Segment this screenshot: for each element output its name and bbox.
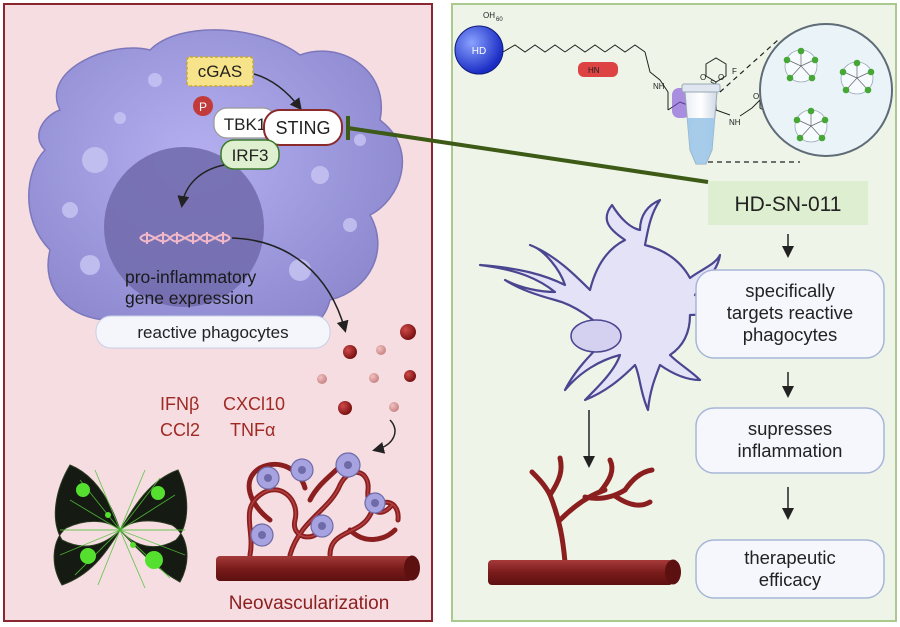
eppendorf-tube-icon (681, 83, 721, 165)
microglia-cell (478, 198, 727, 412)
cell-vesicles (62, 73, 366, 281)
hd-dendrimer-sphere (454, 25, 504, 75)
tbk1-label: TBK1 (224, 115, 267, 134)
step3-line1: therapeutic (744, 547, 836, 568)
sting-inhibition-connector (346, 116, 709, 184)
svg-text:F: F (732, 67, 737, 76)
left-vessel-end (404, 555, 420, 581)
drug-name-box (708, 181, 868, 225)
dna-helix-icon (139, 232, 231, 244)
reactive-phagocytes-label: reactive phagocytes (137, 323, 288, 342)
dna-to-cytokines-arrow (231, 237, 349, 333)
sting-box (263, 109, 343, 146)
nucleus (104, 147, 264, 307)
right-vessel-end (665, 559, 681, 585)
cgas-label: cGAS (198, 62, 242, 81)
dendrimer-icons (783, 47, 875, 143)
retina-flatmount-image (53, 464, 188, 589)
cytokine-particles (317, 324, 416, 415)
oh-label: OH (483, 11, 495, 20)
tnfa-label: TNFα (230, 420, 275, 440)
zoom-circle (759, 23, 893, 157)
step1-box (695, 269, 885, 359)
irf3-box (220, 139, 280, 170)
step1-line3: phagocytes (743, 324, 838, 345)
drug-name-label: HD-SN-011 (735, 193, 842, 216)
svg-text:O: O (700, 73, 706, 82)
step3-box (695, 539, 885, 599)
cxcl10-label: CXCl10 (223, 394, 285, 414)
reactive-phagocytes-box (95, 315, 331, 349)
phosphate-icon (193, 96, 213, 116)
zoom-line-top (719, 39, 779, 93)
step2-box (695, 407, 885, 474)
oh-subscript: 60 (496, 17, 503, 23)
left-blood-vessel (216, 556, 412, 581)
svg-text:O: O (753, 92, 759, 101)
svg-text:HN: HN (588, 66, 600, 75)
right-blood-vessel (488, 560, 673, 585)
neovascularization-label: Neovascularization (229, 593, 390, 614)
svg-text:NH: NH (729, 118, 741, 127)
svg-text:NH: NH (653, 82, 665, 91)
left-panel: cGAS P TBK1 STING IRF3 pro-inflammatory … (3, 3, 433, 622)
step1-line1: specifically (745, 280, 835, 301)
svg-text:O: O (718, 73, 724, 82)
vessel-phagocyte-nuclei (258, 461, 379, 539)
cytokines-to-vessels-arrow (372, 419, 396, 454)
healthy-vessel-branches (529, 455, 655, 565)
gene-expression-line2: gene expression (125, 288, 253, 308)
ifnb-label: IFNβ (160, 394, 199, 414)
cgas-box (186, 56, 254, 87)
step2-line1: supresses (748, 418, 832, 439)
hd-label: HD (472, 46, 486, 57)
sting-label: STING (275, 118, 330, 138)
step3-line2: efficacy (759, 569, 822, 590)
ccl2-label: CCl2 (160, 420, 200, 440)
step2-line2: inflammation (738, 440, 843, 461)
gene-expression-line1: pro-inflammatory (125, 267, 257, 287)
irf3-label: IRF3 (232, 146, 269, 165)
right-panel: HD OH 60 HN NH HN S (451, 3, 897, 622)
irf3-to-nucleus-arrow (177, 164, 225, 208)
microglia-nucleus (570, 319, 622, 353)
cgas-to-sting-arrow (253, 73, 302, 111)
phosphate-label: P (199, 100, 207, 114)
step1-line2: targets reactive (727, 302, 853, 323)
